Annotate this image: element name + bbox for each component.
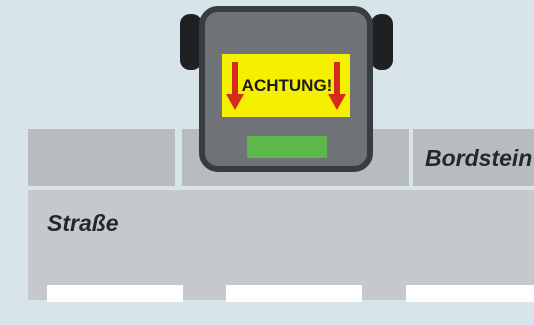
robot-wheel-right [371,14,393,70]
status-light [247,136,327,158]
robot-wheel-left [180,14,202,70]
warning-text: ACHTUNG! [242,76,333,95]
